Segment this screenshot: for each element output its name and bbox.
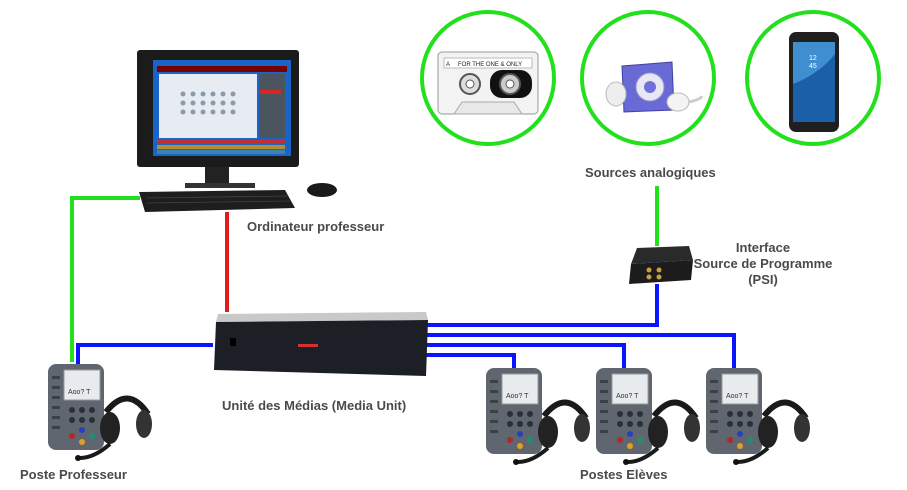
media-unit[interactable] — [210, 308, 430, 383]
console-headset-icon: Aoo? T — [596, 368, 700, 465]
station-screen-text: Aoo? T — [726, 393, 749, 400]
station-screen-text: Aoo? T — [68, 389, 91, 396]
analog-sources-label: Sources analogiques — [585, 165, 716, 180]
teacher-computer[interactable] — [135, 50, 345, 215]
cassette-tape-icon: A FOR THE ONE & ONLY — [437, 51, 539, 115]
svg-text:45: 45 — [809, 63, 817, 70]
station-screen-text: Aoo? T — [616, 393, 639, 400]
psi-label-line-2: Source de Programme — [693, 256, 833, 271]
teacher-station-label: Poste Professeur — [20, 467, 127, 482]
student-stations-label: Postes Elèves — [580, 467, 668, 482]
mp3-player-icon — [605, 61, 704, 113]
media-unit-label: Unité des Médias (Media Unit) — [222, 398, 407, 413]
console-headset-icon: Aoo? T — [706, 368, 810, 465]
media-unit-icon — [214, 312, 428, 376]
computer-icon — [137, 50, 337, 212]
teacher-station[interactable]: Aoo? T — [44, 362, 154, 462]
smartphone-icon: 12 45 — [789, 32, 839, 132]
teacher-computer-label: Ordinateur professeur — [247, 219, 385, 234]
source-cassette[interactable]: A FOR THE ONE & ONLY — [420, 10, 556, 146]
student-station-1[interactable]: Aoo? T — [482, 366, 592, 466]
source-mp3-player[interactable] — [580, 10, 716, 146]
cassette-label: FOR THE ONE & ONLY — [458, 62, 522, 68]
wire-media-unit-to-student-3 — [425, 333, 736, 368]
student-station-2[interactable]: Aoo? T — [592, 366, 702, 466]
svg-text:A: A — [446, 62, 450, 68]
psi-interface-label: Interface Source de Programme (PSI) — [688, 240, 838, 288]
wire-media-unit-to-student-2 — [425, 343, 626, 368]
student-station-3[interactable]: Aoo? T — [702, 366, 812, 466]
console-headset-icon: Aoo? T — [486, 368, 590, 465]
psi-label-line-1: Interface — [735, 240, 791, 255]
wire-media-unit-to-student-1 — [425, 353, 516, 368]
psi-label-line-3: (PSI) — [748, 272, 778, 287]
station-screen-text: Aoo? T — [506, 393, 529, 400]
source-smartphone[interactable]: 12 45 — [745, 10, 881, 146]
svg-text:12: 12 — [809, 55, 817, 62]
psi-interface[interactable] — [627, 244, 693, 286]
console-headset-icon: Aoo? T — [48, 364, 152, 461]
wire-pc-to-teacher-station — [70, 196, 140, 362]
wire-psi-to-media-unit — [425, 284, 659, 327]
wire-media-unit-to-teacher-station — [76, 343, 213, 365]
psi-box-icon — [629, 246, 693, 284]
